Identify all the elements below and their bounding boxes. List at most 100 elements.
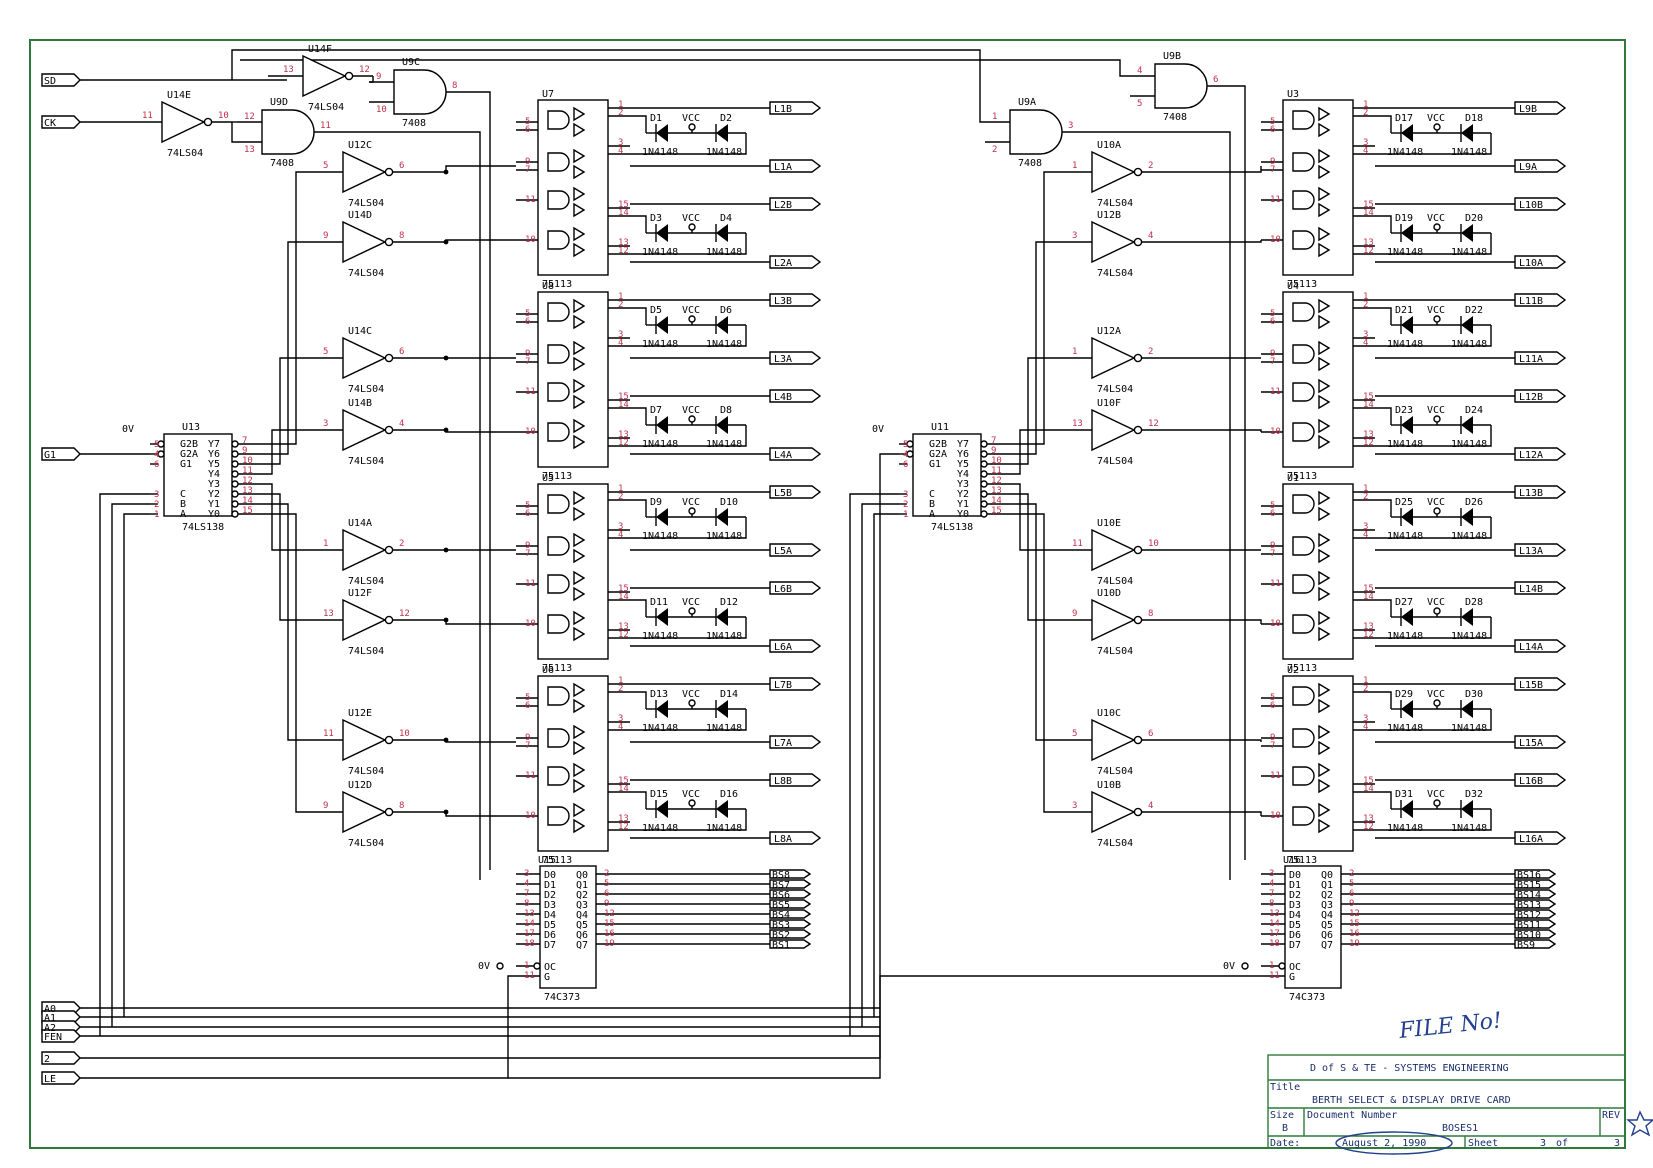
inverter-u14f-bubble: [344, 71, 354, 81]
driver-left-3-diode: [716, 800, 728, 818]
inverter-left-7-ref: U12D: [348, 780, 372, 791]
driver-left-2-buffer: [573, 490, 586, 506]
latch-u16-pin-num: 17: [1269, 929, 1280, 939]
decoder-to-inverter: [256, 429, 308, 475]
latch-u15-pin-name: Q4: [576, 910, 588, 921]
decoder-u13-pin-num: 12: [242, 476, 253, 486]
latch-u15-net-label: BS2: [772, 930, 790, 941]
latch-u15-pin-num: 19: [604, 939, 615, 949]
latch-u15-pin-num: 3: [524, 869, 529, 879]
driver-left-2-part: 75113: [542, 663, 572, 674]
driver-left-1-vcc-pin: [688, 315, 696, 323]
driver-right-0-buffer: [1318, 122, 1331, 138]
decoder-u13-pin-name: C: [180, 489, 186, 500]
driver-right-0-diode-part: 1N4148: [1387, 247, 1423, 258]
input-flag: [41, 1051, 81, 1065]
inverter-right-1-pin-out: 4: [1148, 231, 1153, 241]
latch-u15-net-label: BS7: [772, 880, 790, 891]
decoder-to-inverter: [256, 493, 308, 621]
latch-u16-part: 74C373: [1289, 992, 1325, 1003]
latch-u16-pin-num: 7: [1269, 889, 1274, 899]
driver-right-0-diode-ref: D20: [1465, 213, 1483, 224]
driver-right-3-net-label: L16A: [1519, 834, 1543, 845]
driver-right-1-diode: [1401, 416, 1413, 434]
decoder-u13-pin-name: Y2: [208, 489, 220, 500]
decoder-u11-pin-num: 7: [991, 436, 996, 446]
inverter-right-4-part: 74LS04: [1097, 576, 1133, 587]
driver-left-0-gate: [547, 110, 570, 130]
driver-right-0-vcc-label: VCC: [1427, 213, 1445, 224]
driver-left-0-vcc-pin: [688, 123, 696, 131]
inverter-u14e-body: [161, 100, 206, 144]
driver-right-0-net-flag: [1514, 255, 1567, 269]
latch-u16-pin-name: G: [1289, 972, 1295, 983]
driver-right-3-net-label: L15A: [1519, 738, 1543, 749]
inverter-left-5-part: 74LS04: [348, 646, 384, 657]
driver-right-1-buffer: [1318, 356, 1331, 372]
driver-right-3-diode: [1401, 800, 1413, 818]
latch-u16-pin-num: 6: [1349, 889, 1354, 899]
latch-u16-net-flag: [1514, 909, 1557, 919]
driver-right-1-diode: [1401, 316, 1413, 334]
and-u9b-body: [1154, 63, 1208, 109]
inverter-left-2-ref: U14C: [348, 326, 372, 337]
driver-left-1-buffer: [573, 378, 586, 394]
driver-left-1-diode: [716, 316, 728, 334]
le-wire: [508, 975, 1261, 1079]
driver-right-2-net-label: L14B: [1519, 584, 1543, 595]
driver-left-0-net-label: L1B: [774, 104, 792, 115]
latch-u16-pin-name: Q7: [1321, 940, 1333, 951]
inverter-right-0-bubble: [1133, 167, 1143, 177]
inverter-right-1-pin-in: 3: [1072, 231, 1077, 241]
driver-left-3-pin-num: 12: [618, 822, 629, 832]
decoder-u13-pin-name: Y5: [208, 459, 220, 470]
driver-right-3-diode-part: 1N4148: [1387, 823, 1423, 834]
decoder-u13-pin-name: G1: [180, 459, 192, 470]
driver-left-0-pin-num: 1: [618, 100, 623, 110]
driver-right-3-buffer: [1318, 682, 1331, 698]
driver-right-2-ref: U1: [1287, 473, 1299, 484]
decoder-u13-pin-name: B: [180, 499, 186, 510]
driver-left-2-diode: [716, 608, 728, 626]
inverter-right-5-pin-out: 8: [1148, 609, 1153, 619]
latch-u15-pin-name: D4: [544, 910, 556, 921]
decoder-u13-pin-name: Y6: [208, 449, 220, 460]
driver-left-1-diode-ref: D7: [650, 405, 662, 416]
inverter-left-0-bubble: [384, 167, 394, 177]
driver-left-3-diode-ref: D16: [720, 789, 738, 800]
driver-left-2-diode: [656, 608, 668, 626]
driver-right-0-pin-num: 13: [1363, 238, 1374, 248]
decoder-u11-bubble: [980, 470, 988, 478]
driver-right-2-diode-wire: [1375, 617, 1492, 639]
inverter-to-driver: [1162, 619, 1262, 624]
driver-right-0-pin-num: 11: [1270, 195, 1281, 205]
inverter-left-4-pin-in: 1: [323, 539, 328, 549]
inverter-to-driver: [413, 239, 516, 243]
inverter-right-0-pin-in: 1: [1072, 161, 1077, 171]
driver-left-0-net-label: L2B: [774, 200, 792, 211]
driver-right-0-buffer: [1318, 242, 1331, 258]
driver-right-2-diode-wire: [1375, 499, 1392, 517]
driver-right-3-pin-num: 15: [1363, 776, 1374, 786]
driver-left-0-pin-num: 5: [525, 117, 530, 127]
driver-right-1-gate: [1292, 344, 1315, 364]
latch-u15-pin-name: D1: [544, 880, 556, 891]
decoder-u11-pin-num: 2: [903, 500, 908, 510]
driver-left-3-diode-wire: [630, 691, 647, 709]
u9a-out-bus: [1082, 131, 1231, 880]
inverter-right-4-pin-in: 11: [1072, 539, 1083, 549]
driver-left-0-diode: [716, 224, 728, 242]
latch-u15-pin-num: 8: [524, 899, 529, 909]
driver-left-1-diode-wire: [630, 407, 647, 425]
driver-left-0-buffer: [573, 186, 586, 202]
inverter-to-driver: [413, 811, 516, 817]
driver-right-1-pin-num: 13: [1363, 430, 1374, 440]
decoder-u11-ref: U11: [931, 422, 949, 433]
inverter-left-7-pin-out: 8: [399, 801, 404, 811]
driver-left-3-pin-num: 14: [618, 784, 629, 794]
driver-left-2-buffer: [573, 610, 586, 626]
driver-right-1-diode-wire: [1375, 307, 1392, 325]
driver-left-0-gate: [547, 152, 570, 172]
latch-u16-pin-name: D3: [1289, 900, 1301, 911]
